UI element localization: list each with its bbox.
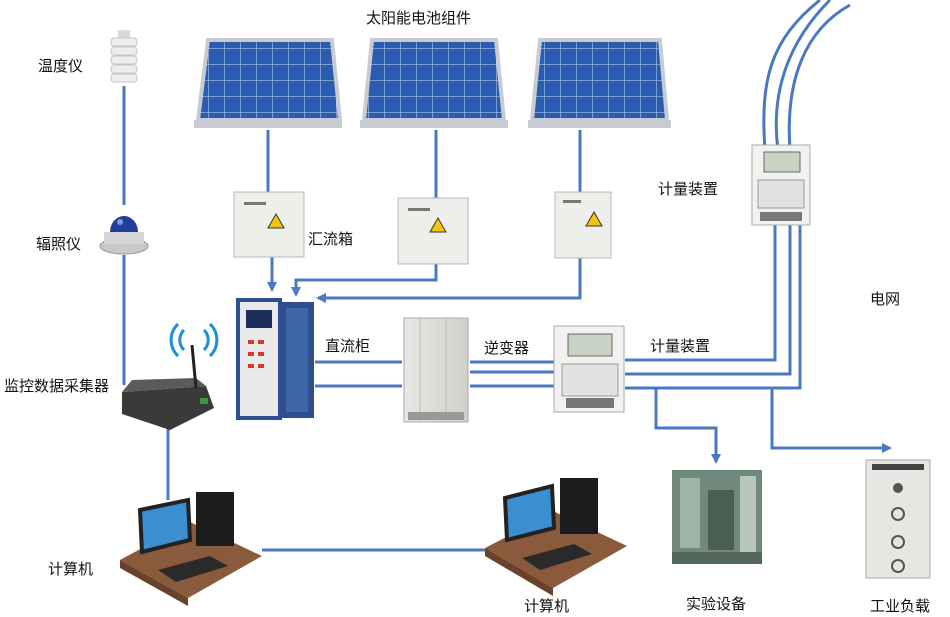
connection-lines bbox=[122, 0, 892, 552]
warning-triangle-icon bbox=[585, 210, 603, 227]
computer-icon bbox=[485, 478, 627, 596]
label-solar-modules: 太阳能电池组件 bbox=[366, 9, 472, 27]
inverter-icon bbox=[403, 317, 469, 423]
label-grid: 电网 bbox=[870, 290, 901, 308]
warning-triangle-icon bbox=[429, 216, 447, 233]
label-pyranometer: 辐照仪 bbox=[36, 235, 82, 253]
energy-meter-icon bbox=[751, 144, 811, 226]
load-bank-icon bbox=[865, 459, 931, 579]
label-data-collector: 监控数据采集器 bbox=[4, 377, 110, 395]
combiner-box-icon bbox=[554, 191, 612, 259]
solar-panel-icon bbox=[360, 38, 508, 128]
pyranometer-icon bbox=[99, 216, 149, 255]
lab-equipment-icon bbox=[672, 470, 762, 564]
wifi-icon bbox=[169, 322, 219, 358]
label-computer-left: 计算机 bbox=[48, 560, 94, 578]
combiner-box-icon bbox=[233, 191, 305, 258]
dc-cabinet-icon bbox=[236, 298, 314, 420]
energy-meter-icon bbox=[553, 325, 625, 413]
label-dc-cabinet: 直流柜 bbox=[325, 337, 371, 355]
label-meter-grid: 计量装置 bbox=[658, 180, 719, 198]
solar-panel-icon bbox=[194, 38, 343, 128]
label-computer-right: 计算机 bbox=[524, 597, 570, 615]
label-combiner-box: 汇流箱 bbox=[308, 230, 354, 248]
label-meter-main: 计量装置 bbox=[650, 337, 711, 355]
thermometer-icon bbox=[110, 30, 138, 83]
combiner-box-icon bbox=[397, 197, 469, 265]
label-inverter: 逆变器 bbox=[484, 339, 530, 357]
computer-icon bbox=[120, 492, 262, 606]
label-thermometer: 温度仪 bbox=[38, 57, 84, 75]
label-lab-equipment: 实验设备 bbox=[686, 595, 747, 613]
router-icon bbox=[122, 344, 214, 430]
warning-triangle-icon bbox=[267, 212, 285, 229]
label-industrial-load: 工业负载 bbox=[870, 597, 931, 615]
solar-panel-icon bbox=[528, 38, 671, 128]
